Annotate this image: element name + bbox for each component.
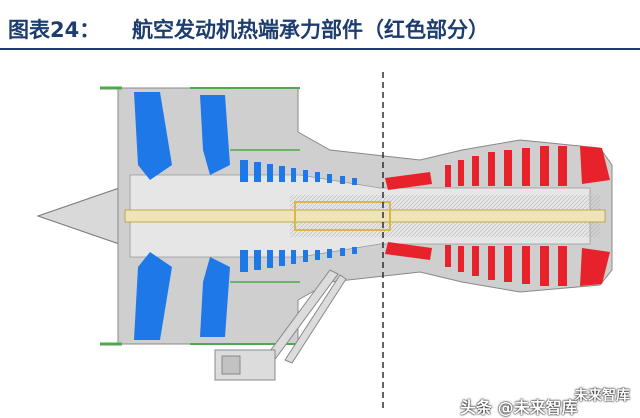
engine-cross-section-diagram xyxy=(36,72,613,410)
nose-cone xyxy=(36,185,126,247)
watermark-logo-text: 未来智库 xyxy=(574,388,630,404)
figure-caption: 图表24： 航空发动机热端承力部件（红色部分） xyxy=(0,0,640,50)
figure-label: 图表24： xyxy=(8,18,101,42)
watermark-source-text: 头条 @未来智库 xyxy=(460,398,578,417)
main-shaft xyxy=(124,201,606,231)
cold-section-blue xyxy=(134,92,357,340)
figure-title: 航空发动机热端承力部件（红色部分） xyxy=(132,18,489,42)
accessory-gearbox xyxy=(214,269,347,381)
hot-section-red xyxy=(385,146,610,286)
